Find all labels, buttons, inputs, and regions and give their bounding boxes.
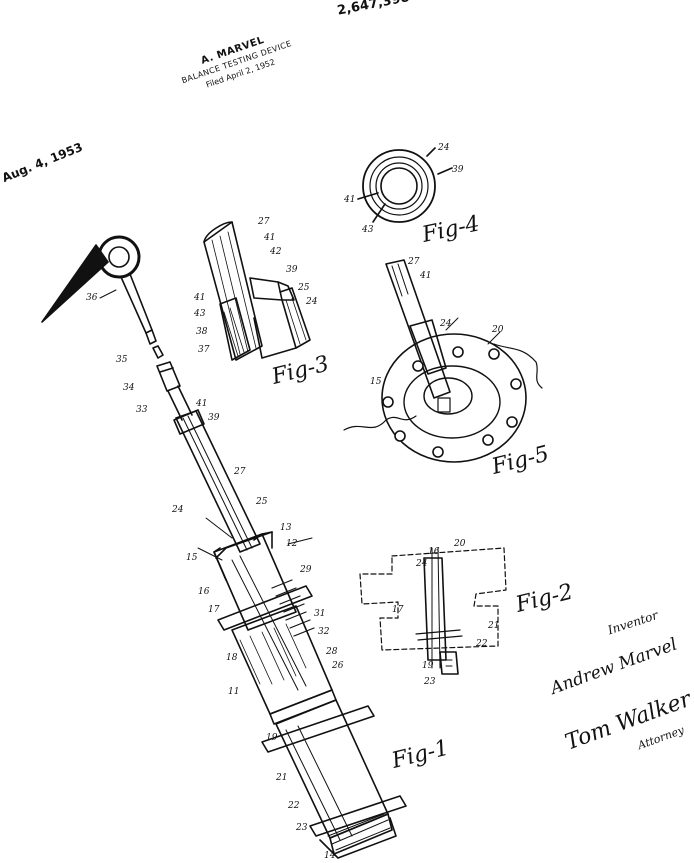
ref-29: 29 [299, 565, 312, 575]
fig3-ref-39: 39 [286, 265, 298, 275]
figure-4-drawing [357, 147, 453, 223]
fig3-ref-27: 27 [257, 217, 270, 227]
fig2-ref-23: 23 [423, 677, 436, 687]
figure-3-drawing [203, 221, 311, 361]
fig2-ref-17: 17 [392, 605, 404, 615]
ref-28: 28 [325, 647, 338, 657]
fig5-ref-15: 15 [370, 377, 382, 387]
ref-27: 27 [233, 467, 246, 477]
ref-25: 25 [255, 497, 268, 507]
fig4-ref-24: 24 [437, 143, 450, 153]
ref-26: 26 [331, 661, 344, 671]
reference-numerals: 36 35 34 33 41 39 27 24 25 13 12 15 16 2… [86, 143, 504, 861]
fig2-ref-19: 19 [422, 661, 434, 671]
ref-19: 19 [266, 733, 278, 743]
ref-35: 35 [116, 355, 128, 365]
fig3-ref-24: 24 [305, 297, 318, 307]
ref-14: 14 [324, 851, 336, 861]
ref-13: 13 [280, 523, 292, 533]
fig4-ref-41: 41 [343, 195, 355, 205]
ref-17: 17 [208, 605, 220, 615]
fig3-ref-38: 38 [196, 327, 208, 337]
fig-1-label: Fig-1 [388, 736, 451, 774]
fig5-ref-27: 27 [407, 257, 420, 267]
ref-34: 34 [123, 383, 135, 393]
fig2-ref-21: 21 [487, 621, 499, 631]
ref-21: 21 [275, 773, 287, 783]
fig5-ref-20: 20 [491, 325, 504, 335]
fig2-ref-20: 20 [453, 539, 466, 549]
ref-11: 11 [228, 687, 239, 697]
fig3-ref-43: 43 [193, 309, 206, 319]
fig-3-label: Fig-3 [268, 352, 331, 390]
figure-1-drawing [41, 235, 407, 859]
figure-5-drawing [343, 259, 543, 463]
ref-32: 32 [318, 627, 330, 637]
ref-36: 36 [86, 293, 98, 303]
fig3-ref-42: 42 [269, 247, 282, 257]
ref-31: 31 [314, 609, 325, 619]
ref-39: 39 [208, 413, 220, 423]
fig2-ref-16: 16 [428, 547, 440, 557]
fig3-ref-41b: 41 [193, 293, 205, 303]
fig-5-label: Fig-5 [488, 442, 551, 480]
ref-18: 18 [226, 653, 238, 663]
fig5-ref-41: 41 [419, 271, 431, 281]
fig4-ref-39: 39 [452, 165, 464, 175]
fig3-ref-37: 37 [198, 345, 210, 355]
ref-33: 33 [136, 405, 148, 415]
leader-lines [99, 289, 501, 561]
fig3-ref-25: 25 [297, 283, 310, 293]
ref-12: 12 [286, 539, 298, 549]
fig3-ref-41: 41 [263, 233, 275, 243]
fig2-ref-22: 22 [475, 639, 488, 649]
fig-2-label: Fig-2 [512, 580, 575, 618]
fig4-ref-43: 43 [361, 225, 374, 235]
figure-2-drawing [359, 547, 507, 675]
ref-41: 41 [195, 399, 207, 409]
fig-4-label: Fig-4 [419, 211, 482, 248]
ref-15: 15 [186, 553, 198, 563]
ref-16: 16 [198, 587, 210, 597]
ref-22: 22 [287, 801, 300, 811]
ref-23: 23 [295, 823, 308, 833]
fig5-ref-24: 24 [439, 319, 452, 329]
ref-24: 24 [171, 505, 184, 515]
fig2-ref-24: 24 [415, 559, 428, 569]
